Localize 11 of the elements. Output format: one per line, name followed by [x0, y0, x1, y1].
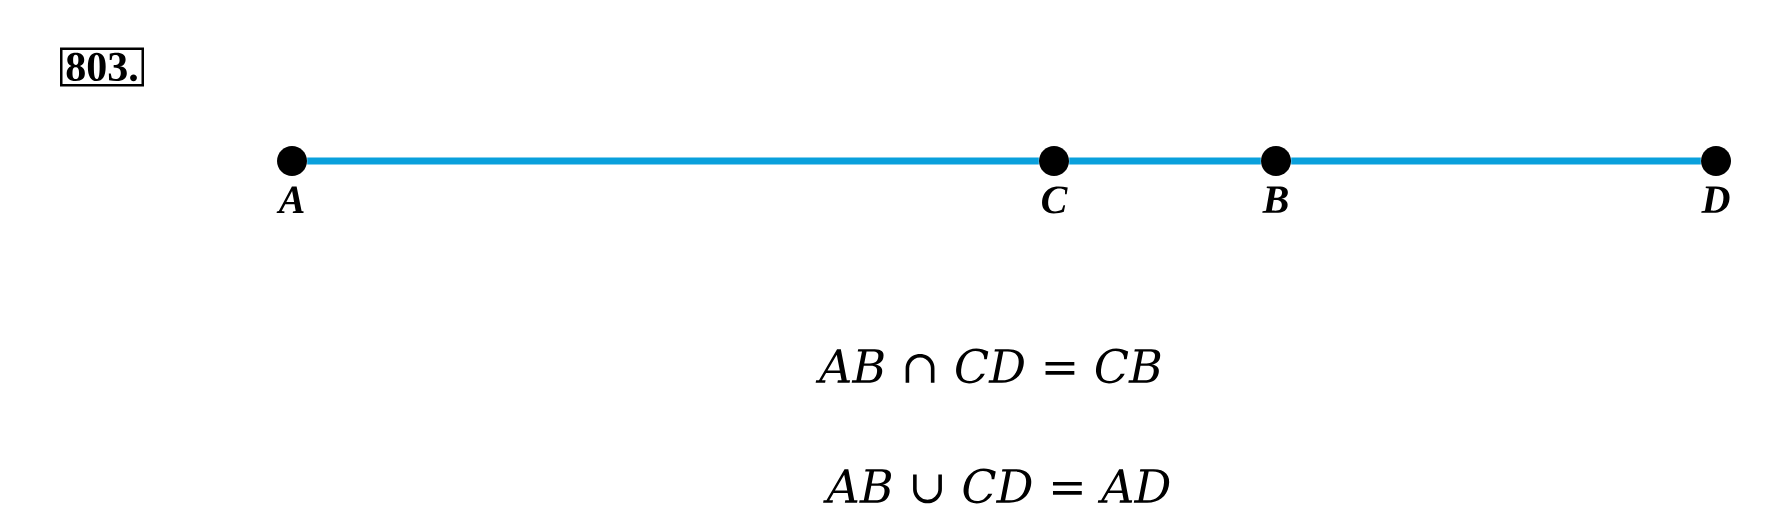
problem-number: 803.	[60, 47, 144, 87]
point: C	[1039, 146, 1069, 214]
node-label: C	[1042, 186, 1068, 214]
point: A	[276, 146, 307, 213]
equation: AB ∩ CD = CB	[815, 348, 1161, 384]
node-label: A	[276, 186, 304, 213]
point: D	[1701, 146, 1731, 213]
equation: AB ∪ CD = AD	[823, 468, 1170, 504]
node-label: D	[1701, 186, 1730, 213]
node-label: B	[1262, 186, 1288, 213]
point: B	[1261, 146, 1291, 213]
